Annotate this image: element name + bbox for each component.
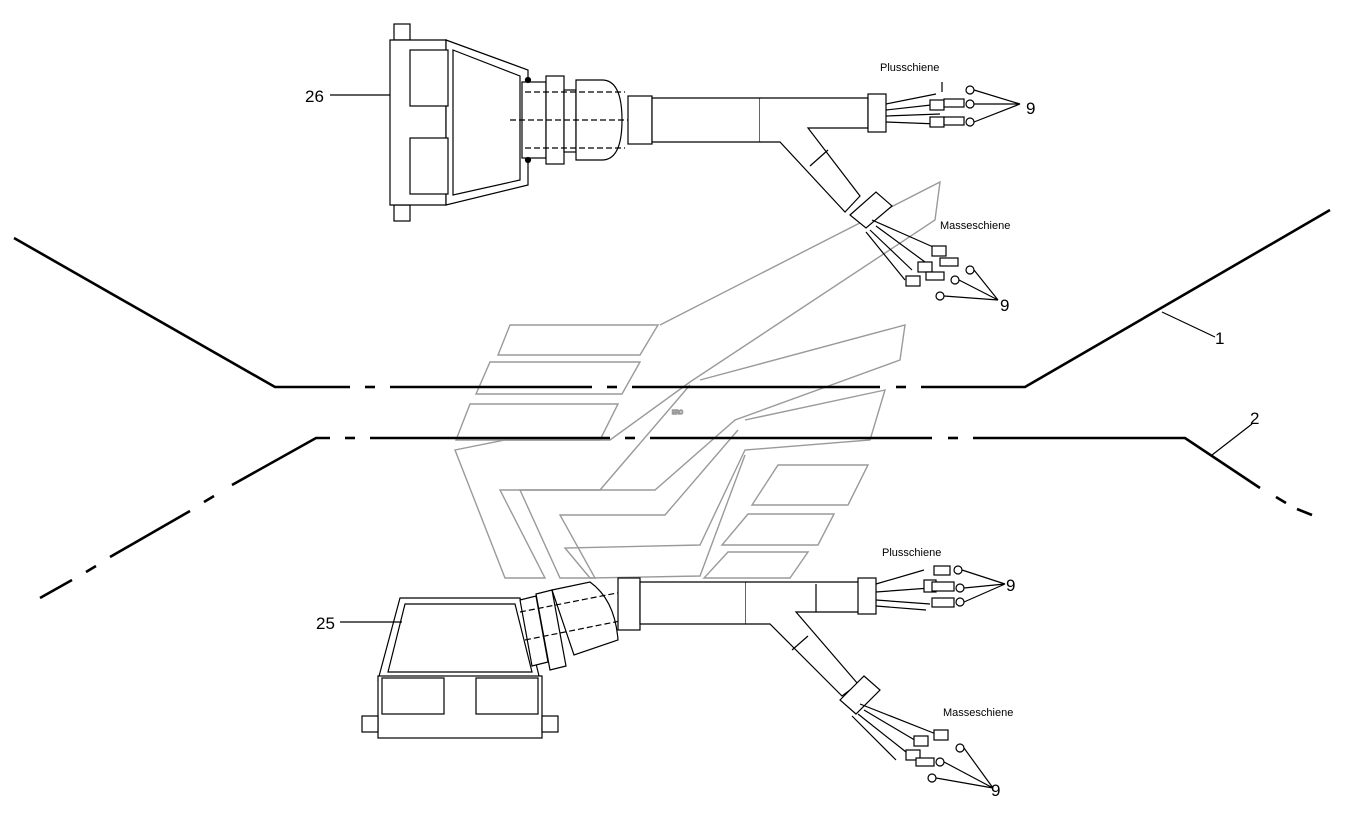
line-1 [13,208,1331,389]
watermark-text: ERO [672,410,683,416]
label-plusschiene-top: Plusschiene [880,62,939,74]
line-2-leader [1211,423,1253,456]
callout-9-bottom-ground: 9 [991,781,1000,800]
label-plusschiene-bottom: Plusschiene [882,547,941,559]
line-1-leader [1161,311,1216,338]
watermark-logo: ERO [454,180,941,579]
line-2 [39,436,1313,600]
callout-9-top-ground: 9 [1000,296,1009,315]
label-masseschiene-top: Masseschiene [940,220,1010,232]
callout-9-top-plus: 9 [1026,99,1035,118]
callout-1: 1 [1215,329,1224,348]
harness-top [330,23,1021,301]
harness-bottom [340,565,1006,789]
callout-9-bottom-plus: 9 [1006,576,1015,595]
callout-25: 25 [316,614,335,633]
callout-26: 26 [305,87,324,106]
label-masseschiene-bottom: Masseschiene [943,707,1013,719]
callout-2: 2 [1250,409,1259,428]
